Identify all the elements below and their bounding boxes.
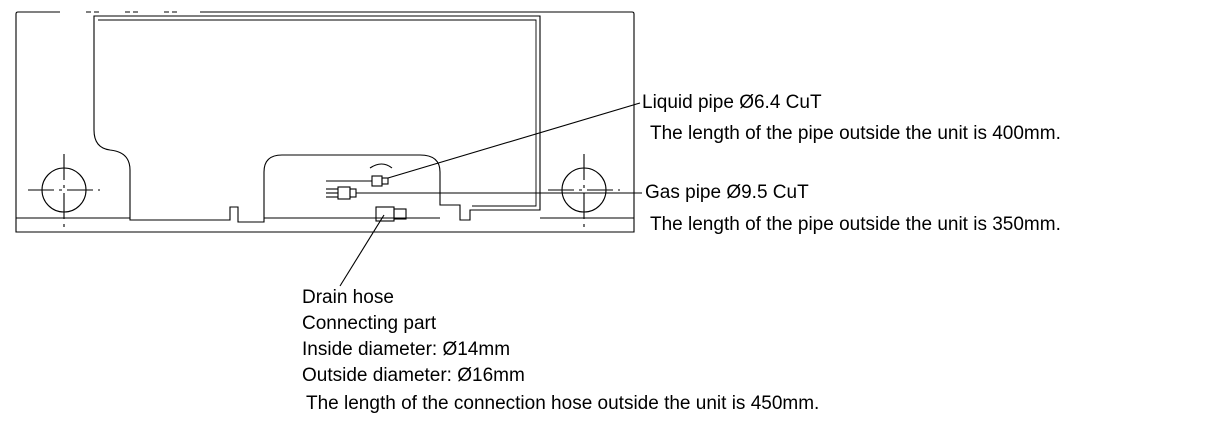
inner-body-inner-outline [98, 19, 537, 207]
inside-diameter-label: Inside diameter: Ø14mm [302, 339, 511, 360]
liquid-pipe-length-label: The length of the pipe outside the unit … [650, 123, 1061, 144]
left-mounting-hole [28, 154, 100, 232]
connecting-part-label: Connecting part [302, 313, 437, 334]
inner-body-outline [93, 15, 541, 223]
drain-hose-connector [375, 206, 407, 222]
gas-pipe-connector [326, 186, 357, 200]
liquid-pipe-leader [387, 102, 641, 179]
outside-diameter-label: Outside diameter: Ø16mm [302, 365, 525, 386]
drain-hose-label: Drain hose [302, 287, 394, 308]
gas-pipe-label: Gas pipe Ø9.5 CuT [645, 182, 809, 203]
unit-casing-outline [15, 10, 635, 233]
gas-pipe-length-label: The length of the pipe outside the unit … [650, 214, 1061, 235]
drain-hose-length-label: The length of the connection hose outsid… [306, 393, 820, 414]
liquid-pipe-label: Liquid pipe Ø6.4 CuT [642, 92, 822, 113]
liquid-pipe-connector [326, 163, 393, 187]
drain-hose-leader [339, 214, 385, 287]
